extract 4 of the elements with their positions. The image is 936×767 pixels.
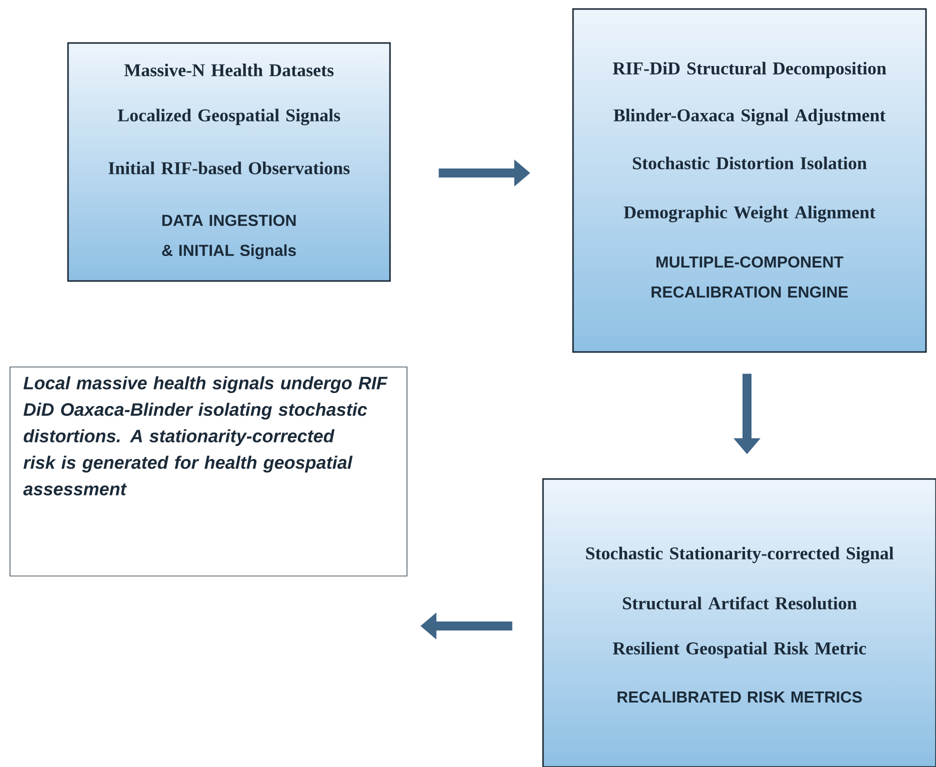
process-box: Massive-N Health Datasets Localized Geospatial Signals Initial RIF-based Observations DATA INGESTION & INITIAL Signals	[67, 42, 391, 282]
process-box: Stochastic Stationarity-corrected Signal Structural Artifact Resolution Resilient Geospatial Risk Metric RECALIBRATED RISK METRICS	[542, 478, 936, 767]
process-box: RIF-DiD Structural Decomposition Blinder-Oaxaca Signal Adjustment Stochastic Distortion Isolation Demographic Weight Alignment MULTIPLE-COMPONENT RECALIBRATION ENGINE	[572, 8, 927, 353]
note-box: Local massive health signals undergo RIF DiD Oaxaca-Blinder isolating stochastic distortions. A stationarity-corrected risk is generated for health geospatial assessment	[10, 366, 408, 576]
